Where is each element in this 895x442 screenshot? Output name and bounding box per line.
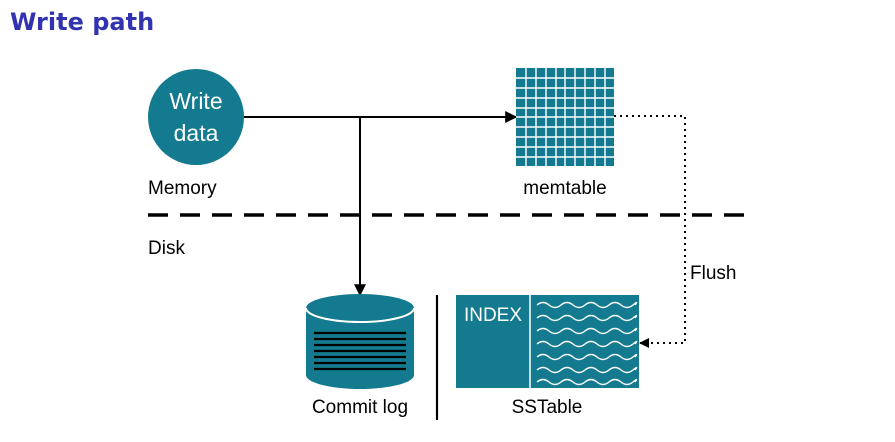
sstable-index-label: INDEX (464, 305, 522, 326)
flush-label: Flush (690, 263, 736, 284)
memtable-label: memtable (523, 178, 606, 199)
disk-region-label: Disk (148, 238, 185, 259)
memtable-grid (516, 68, 614, 166)
write-data-label-line2: data (174, 120, 219, 146)
write-data-label-line1: Write (169, 88, 222, 114)
memory-region-label: Memory (148, 178, 217, 199)
memtable-node: memtable (516, 68, 614, 199)
commit-log-cylinder (305, 294, 415, 389)
sstable-box (456, 295, 639, 388)
commit-log-node: Commit log (305, 294, 415, 418)
page-title: Write path (10, 8, 155, 36)
sstable-node: INDEX SSTable (456, 295, 639, 418)
sstable-label: SSTable (512, 397, 583, 418)
commit-log-label: Commit log (312, 397, 408, 418)
write-data-node: Write data (148, 69, 244, 165)
